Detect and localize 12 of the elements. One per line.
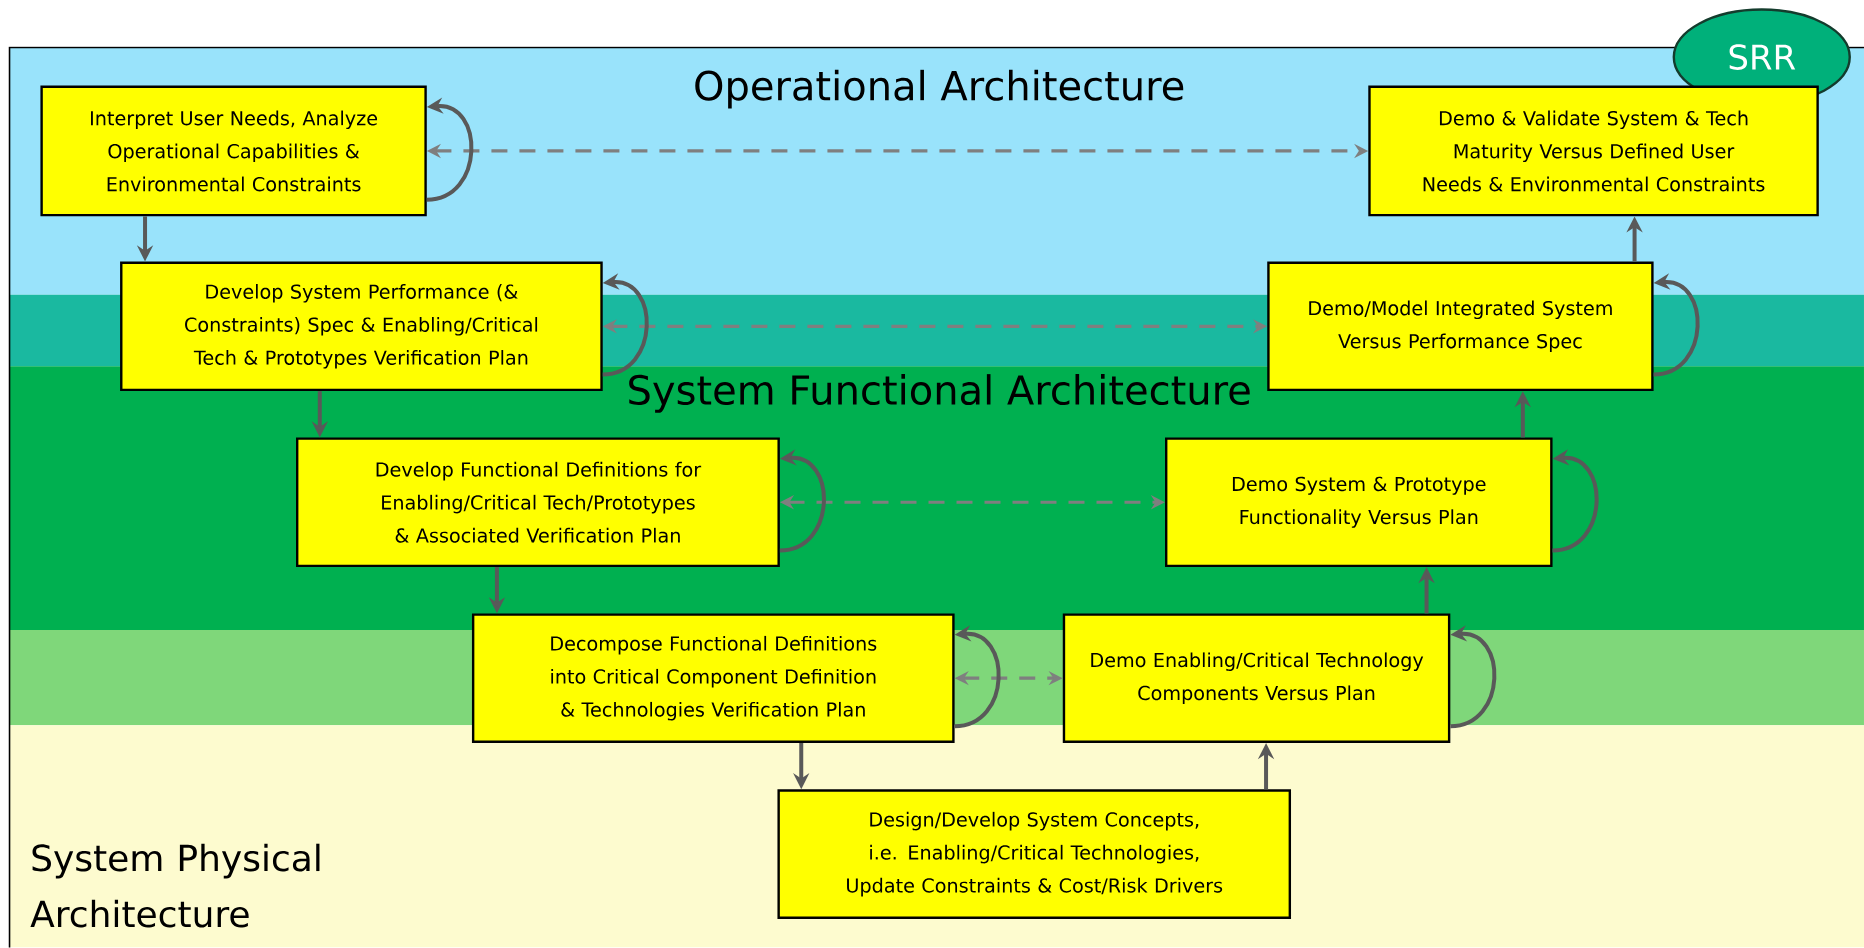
process-box: Demo Enabling/Critical Technology Components Versus Plan: [1062, 613, 1451, 743]
process-box: Design/Develop System Concepts, i.e. Enabling/Critical Technologies, Update Constraints & Cost/Risk Drivers: [777, 789, 1292, 919]
band-title: System Physical Architecture: [30, 843, 320, 928]
process-box: Demo & Validate System & Tech Maturity Versus Defined User Needs & Environmental Constraints: [1368, 85, 1819, 217]
process-box: Demo System & Prototype Functionality Versus Plan: [1165, 437, 1553, 568]
process-box: Decompose Functional Definitions into Critical Component Definition & Technologies Verification Plan: [471, 613, 955, 743]
band-title: System Functional Architecture: [629, 374, 1250, 413]
process-box: Develop Functional Definitions for Enabling/Critical Tech/Prototypes & Associated Verification Plan: [296, 437, 780, 568]
band-title: Operational Architecture: [695, 69, 1184, 109]
process-box: Develop System Performance (& Constraints) Spec & Enabling/Critical Tech & Prototypes Verification Plan: [120, 261, 603, 392]
process-box: Demo/Model Integrated System Versus Performance Spec: [1267, 261, 1654, 392]
process-box: Interpret User Needs, Analyze Operational Capabilities & Environmental Constraints: [40, 85, 427, 217]
